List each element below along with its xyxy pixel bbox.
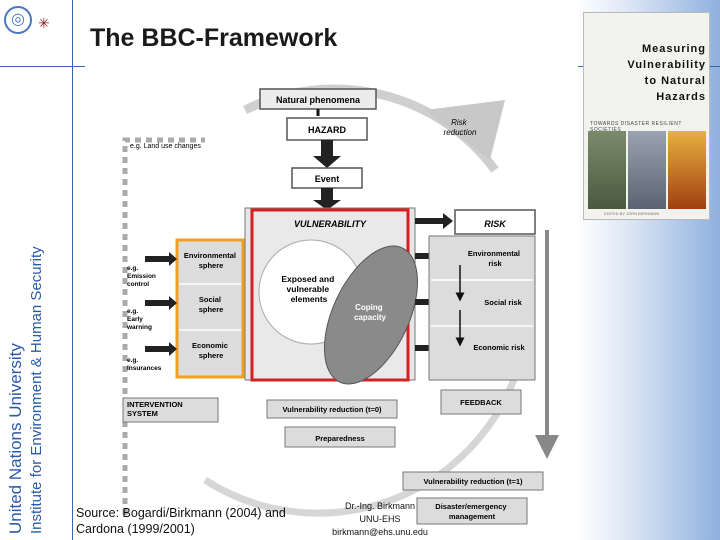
intervention-example: e.g. Insurances	[127, 357, 162, 372]
intervention-example: e.g. Early warning	[126, 308, 152, 331]
risk-header-box	[454, 209, 536, 235]
hazard-label: HAZARD	[308, 125, 346, 135]
risk-label: RISK	[484, 219, 507, 229]
dashed-feedback-line	[122, 137, 205, 515]
event-label: Event	[315, 174, 340, 184]
feedback-label: FEEDBACK	[460, 398, 502, 407]
disaster-management-box	[416, 497, 528, 525]
author-name: Dr.-Ing. Birkmann	[344, 501, 416, 511]
arrow	[313, 140, 341, 168]
risk-reduction-label: Risk reduction	[444, 118, 477, 137]
book-title-line: Measuring	[641, 43, 706, 55]
institute-logo-icon: ✳	[38, 15, 50, 31]
risk-column	[428, 235, 536, 381]
book-title: Measuring Vulnerability to Natural Hazar…	[600, 41, 706, 105]
author-info: Dr.-Ing. Birkmann UNU-EHS birkmann@ehs.u…	[320, 500, 440, 539]
vulnerability-label: VULNERABILITY	[294, 219, 367, 229]
book-photo	[668, 131, 706, 209]
source-line: Source: Bogardi/Birkmann (2004) and	[76, 506, 286, 520]
preparedness-label: Preparedness	[315, 434, 365, 443]
author-org: UNU-EHS	[359, 514, 401, 524]
arrow	[145, 296, 177, 310]
book-editor: EDITED BY JÖRN BIRKMANN	[604, 211, 660, 216]
book-photo	[588, 131, 626, 209]
risk-item-label: Environmental risk	[468, 249, 522, 268]
exposed-elements-label: Exposed and vulnerable elements	[281, 274, 336, 304]
book-subtitle: TOWARDS DISASTER RESILIENT SOCIETIES	[590, 121, 682, 133]
bbc-framework-diagram: Natural phenomena HAZARD e.g. Land use c…	[85, 60, 578, 540]
un-logo-icon: ◎	[4, 6, 32, 34]
arrow	[313, 188, 341, 210]
risk-item-label: Economic risk	[473, 343, 525, 352]
coping-capacity-label: Coping capacity	[354, 303, 387, 322]
vulnerability-reduction-t0-box	[266, 399, 398, 419]
intervention-system-box	[122, 397, 219, 423]
slide-title: The BBC-Framework	[90, 24, 338, 52]
book-cover: Measuring Vulnerability to Natural Hazar…	[583, 12, 710, 220]
university-name: United Nations University	[6, 343, 25, 534]
sphere-label: Environmental sphere	[184, 251, 238, 270]
coping-capacity-ellipse	[323, 245, 419, 385]
source-citation: Source: Bogardi/Birkmann (2004) and Card…	[76, 505, 286, 537]
author-email: birkmann@ehs.unu.edu	[332, 527, 428, 537]
vulnerability-reduction-t1-label: Vulnerability reduction (t=1)	[423, 477, 523, 486]
left-rule	[72, 0, 73, 540]
source-line: Cardona (1999/2001)	[76, 522, 195, 536]
institute-name: Institute for Environment & Human Securi…	[28, 246, 45, 534]
land-use-label: e.g. Land use changes	[130, 143, 201, 150]
intervention-system-label: INTERVENTION SYSTEM	[127, 400, 185, 418]
cycle-arrow-head	[425, 100, 505, 160]
spheres-orange-frame	[175, 238, 245, 379]
intervention-example: e.g. Emission control	[127, 265, 158, 288]
natural-phenomena-label: Natural phenomena	[276, 95, 361, 105]
preparedness-box	[284, 426, 396, 448]
book-title-line: to Natural	[644, 75, 706, 87]
sphere-label: Economic sphere	[192, 341, 230, 360]
arrow	[415, 213, 453, 229]
book-photo	[628, 131, 666, 209]
vulnerability-reduction-t0-label: Vulnerability reduction (t=0)	[282, 405, 382, 414]
arrow	[145, 342, 177, 356]
book-title-line: Vulnerability	[627, 59, 706, 71]
disaster-management-label: Disaster/emergency management	[435, 502, 508, 521]
vulnerability-reduction-t1-box	[402, 471, 544, 491]
risk-item-label: Social risk	[484, 298, 522, 307]
feedback-box	[440, 389, 522, 415]
arrow	[145, 252, 177, 266]
sphere-label: Social sphere	[199, 295, 224, 314]
book-title-line: Hazards	[656, 91, 706, 103]
